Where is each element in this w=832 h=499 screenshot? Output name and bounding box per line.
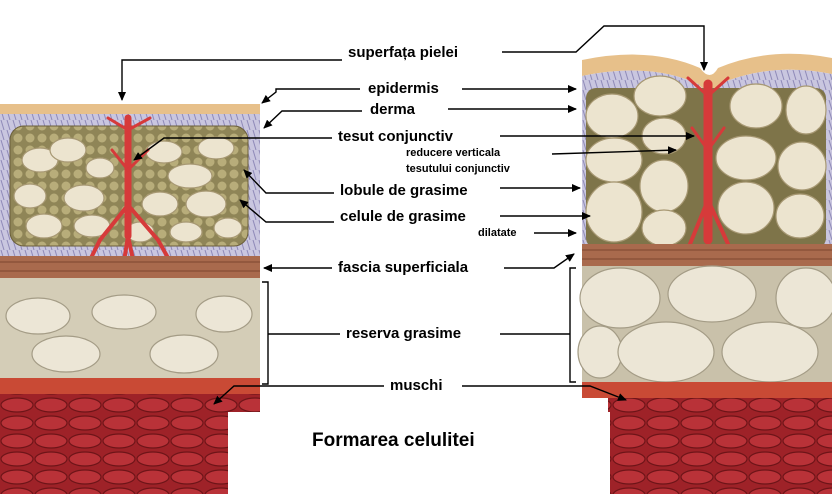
skin-surface-label: superfața pielei bbox=[348, 44, 459, 61]
cellulite-skin-block bbox=[577, 53, 832, 494]
right-dilated-fat-cells bbox=[585, 75, 827, 247]
right-fascia-layer bbox=[582, 244, 832, 266]
left-epidermis-layer bbox=[0, 104, 260, 114]
muscle-label: muschi bbox=[390, 377, 443, 394]
derma-label: derma bbox=[370, 101, 416, 118]
left-fascia-layer bbox=[0, 256, 260, 278]
epidermis-label: epidermis bbox=[368, 80, 439, 97]
fat-lobules-label: lobule de grasime bbox=[340, 182, 468, 199]
leader-arrows bbox=[118, 25, 708, 405]
right-epidermis-layer bbox=[582, 53, 832, 91]
fat-cells-label: celule de grasime bbox=[340, 208, 466, 225]
vertical-reduction-label-line2: tesutului conjunctiv bbox=[406, 163, 510, 175]
left-fat-cells bbox=[13, 136, 243, 243]
title-panel bbox=[228, 412, 610, 494]
left-muscle-band bbox=[0, 378, 260, 394]
right-muscle-layer bbox=[608, 398, 832, 494]
connective-tissue-label: tesut conjunctiv bbox=[338, 128, 454, 145]
right-muscle-band bbox=[582, 382, 832, 398]
left-muscle-layer bbox=[0, 394, 260, 494]
normal-skin-block bbox=[0, 104, 260, 494]
fat-reserve-label: reserva grasime bbox=[346, 325, 462, 342]
right-reserve-fat-cells bbox=[577, 265, 832, 383]
dilated-label: dilatate bbox=[478, 227, 517, 239]
diagram-title: Formarea celulitei bbox=[312, 430, 475, 451]
left-reserve-fat-cells bbox=[5, 294, 253, 374]
superficial-fascia-label: fascia superficiala bbox=[338, 259, 469, 276]
right-connective-strand bbox=[686, 76, 730, 246]
vertical-reduction-label: reducere verticala bbox=[406, 147, 501, 159]
